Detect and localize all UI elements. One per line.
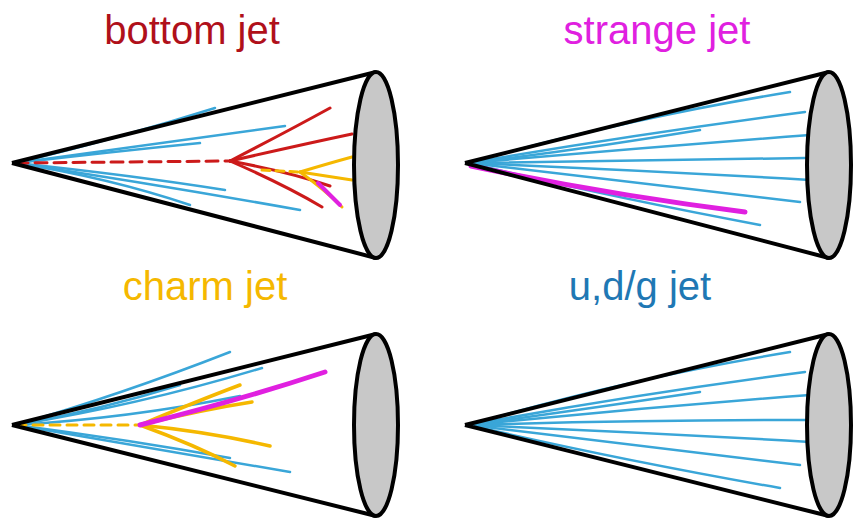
jet-label: strange jet <box>564 6 751 54</box>
jet-label: bottom jet <box>104 6 280 54</box>
jet-label: u,d/g jet <box>569 262 711 310</box>
jet-label: charm jet <box>123 262 288 310</box>
